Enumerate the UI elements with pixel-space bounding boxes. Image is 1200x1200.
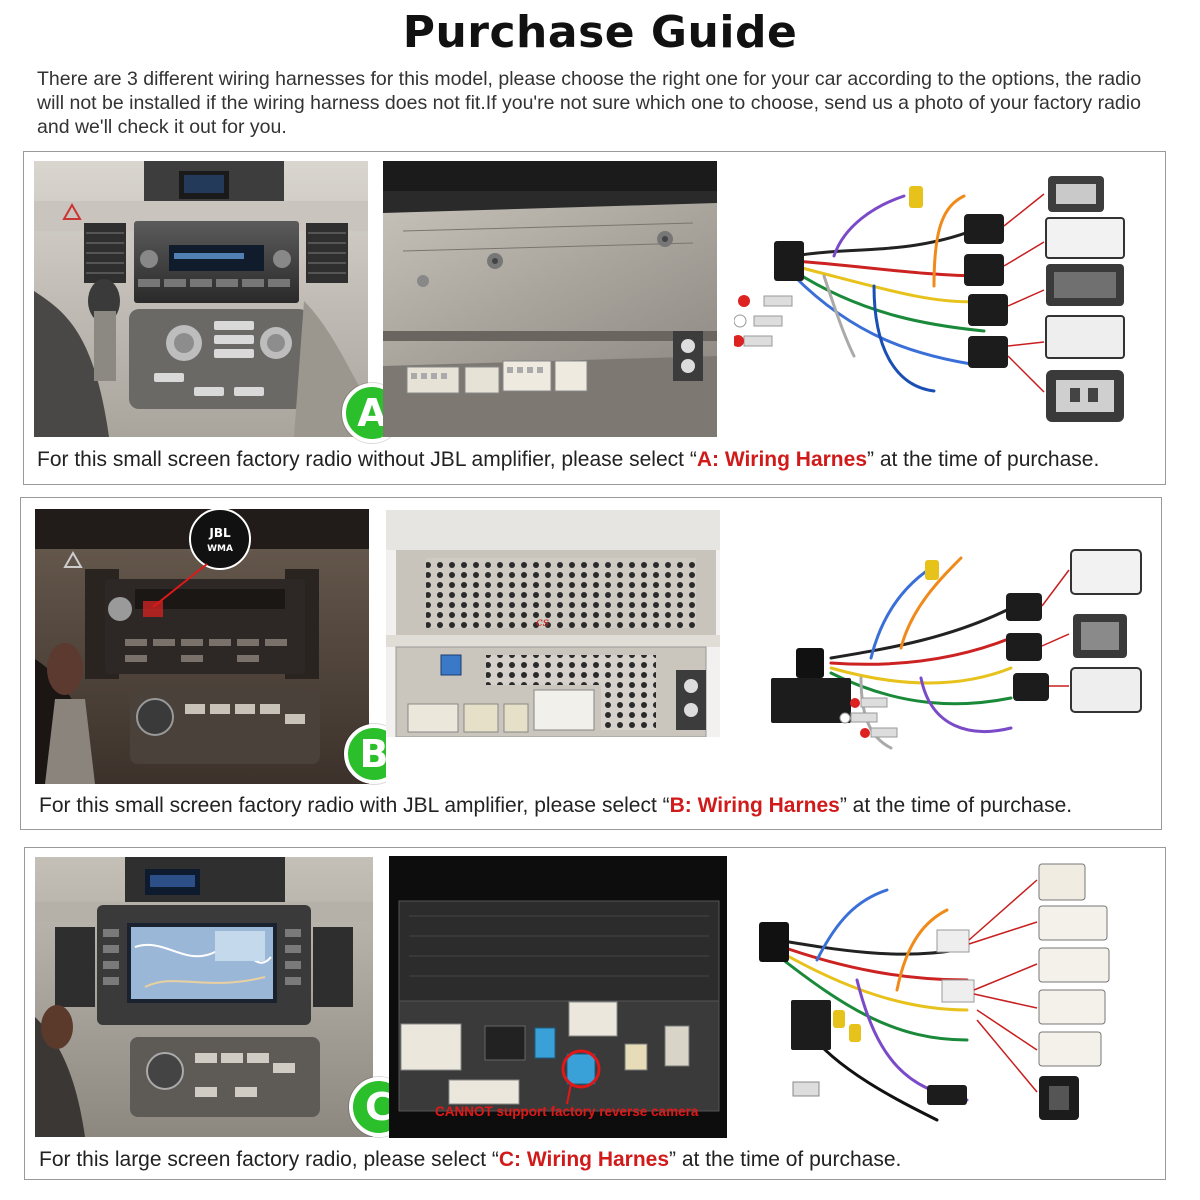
option-c-caption: For this large screen factory radio, ple… xyxy=(39,1146,901,1174)
option-a-caption-end: ” at the time of purchase. xyxy=(867,448,1100,471)
option-b-caption-text: For this small screen factory radio with… xyxy=(39,794,670,817)
intro-text: There are 3 different wiring harnesses f… xyxy=(37,68,1142,138)
option-b-badge: B xyxy=(344,724,404,784)
factory-camera-warning: CANNOT support factory reverse camera xyxy=(435,1104,699,1119)
dashboard-photo-c xyxy=(35,857,373,1137)
option-a-panel: A xyxy=(23,151,1166,485)
radio-back-photo-c xyxy=(389,856,727,1138)
radio-back-photo-a xyxy=(383,161,717,437)
radio-back-photo-b: cs xyxy=(386,510,720,784)
option-a-caption: For this small screen factory radio with… xyxy=(37,446,1099,474)
option-b-caption-end: ” at the time of purchase. xyxy=(839,794,1073,817)
option-a-caption-text: For this small screen factory radio with… xyxy=(37,448,697,471)
option-b-selection: B: Wiring Harnes xyxy=(669,794,840,817)
svg-text:cs: cs xyxy=(536,615,549,629)
option-b-caption: For this small screen factory radio with… xyxy=(39,792,1072,820)
svg-text:WMA: WMA xyxy=(207,544,233,554)
option-c-selection: C: Wiring Harnes xyxy=(498,1148,670,1171)
wiring-harness-a xyxy=(734,166,1154,432)
option-c-caption-end: ” at the time of purchase. xyxy=(669,1148,902,1171)
option-a-selection: A: Wiring Harnes xyxy=(696,448,867,471)
option-c-panel: C CANNOT support factory reverse camera xyxy=(24,847,1166,1180)
option-b-panel: JBL WMA B cs xyxy=(20,497,1162,830)
svg-text:JBL: JBL xyxy=(208,526,231,540)
wiring-harness-b xyxy=(751,538,1151,778)
dashboard-photo-a xyxy=(34,161,368,437)
page-title: Purchase Guide xyxy=(402,7,798,58)
option-c-caption-text: For this large screen factory radio, ple… xyxy=(39,1148,499,1171)
wiring-harness-c xyxy=(737,860,1157,1136)
dashboard-photo-b: JBL WMA xyxy=(35,509,369,784)
